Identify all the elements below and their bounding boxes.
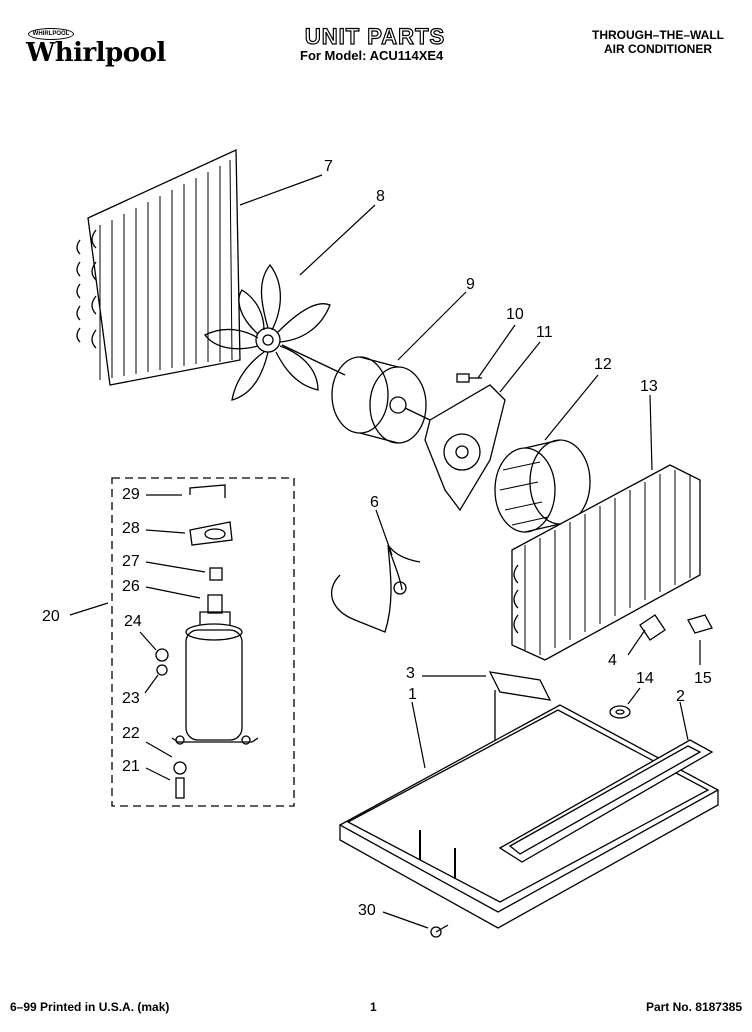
brand-badge: WHIRLPOOL — [28, 28, 74, 40]
callout-21: 21 — [122, 758, 140, 775]
base-pan — [338, 704, 720, 929]
callout-14: 14 — [636, 670, 654, 687]
callout-22: 22 — [122, 725, 140, 742]
callout-26: 26 — [122, 578, 140, 595]
small-bracket — [639, 614, 666, 641]
product-line-1: THROUGH–THE–WALL — [592, 28, 724, 42]
callout-30: 30 — [358, 902, 376, 919]
callout-13: 13 — [640, 378, 658, 395]
callout-23: 23 — [122, 690, 140, 707]
fan-blade — [204, 263, 331, 401]
callout-28: 28 — [122, 520, 140, 537]
brand-logo: Whirlpool — [26, 38, 166, 68]
terminal-cover — [189, 521, 233, 546]
callout-7: 7 — [324, 158, 333, 175]
overload-cover — [189, 484, 226, 498]
leader-lines — [69, 174, 701, 929]
product-line-2: AIR CONDITIONER — [604, 42, 712, 56]
callout-2: 2 — [676, 688, 685, 705]
footer-part-number: Part No. 8187385 — [645, 1000, 742, 1014]
evaporator-coil — [511, 464, 701, 661]
clip — [687, 614, 713, 634]
callout-9: 9 — [466, 276, 475, 293]
callout-12: 12 — [594, 356, 612, 373]
callout-4: 4 — [608, 652, 617, 669]
page-title: UNIT PARTS — [304, 23, 446, 49]
callout-24: 24 — [124, 613, 142, 630]
model-line: For Model: ACU114XE4 — [300, 48, 444, 63]
callout-6: 6 — [370, 494, 379, 511]
screw — [456, 373, 482, 383]
wire-harness — [331, 544, 421, 633]
callout-8: 8 — [376, 188, 385, 205]
callout-29: 29 — [122, 486, 140, 503]
fan-motor — [281, 344, 431, 444]
condenser-coil — [76, 148, 241, 386]
footer-page-number: 1 — [370, 1000, 377, 1014]
callout-27: 27 — [122, 553, 140, 570]
compressor-small-parts — [155, 567, 223, 799]
drain-pan — [498, 739, 714, 863]
callout-11: 11 — [536, 324, 553, 341]
grommet — [609, 705, 631, 719]
callout-10: 10 — [506, 306, 524, 323]
footer-print-info: 6–99 Printed in U.S.A. (mak) — [10, 1000, 170, 1014]
callout-1: 1 — [408, 686, 417, 703]
product-type: THROUGH–THE–WALL AIR CONDITIONER — [592, 28, 724, 56]
compressor — [171, 611, 259, 745]
callout-3: 3 — [406, 665, 415, 682]
mounting-screw — [430, 924, 449, 938]
callout-20: 20 — [42, 608, 60, 625]
motor-mount — [424, 384, 506, 512]
compressor-group-box — [111, 477, 295, 807]
callout-15: 15 — [694, 670, 712, 687]
